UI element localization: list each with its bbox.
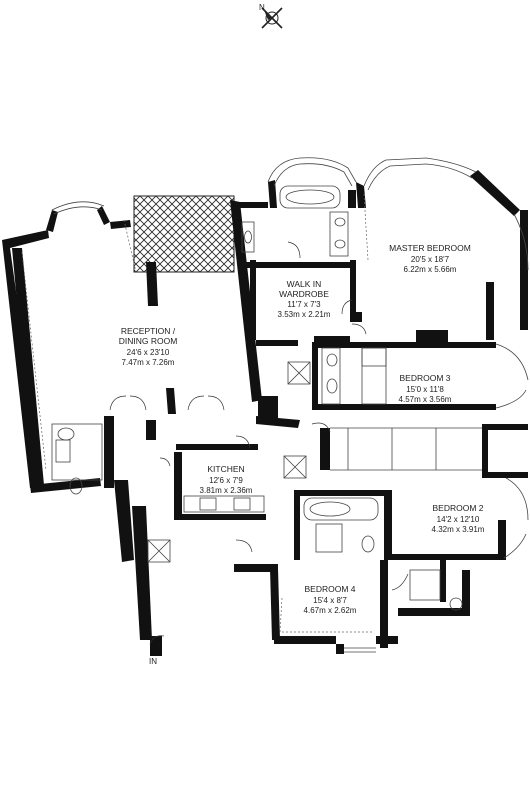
room-dimensions-imperial: 15'0 x 11'8 <box>406 385 444 394</box>
room-name: BEDROOM 3 <box>399 373 450 383</box>
room-name-line2: DINING ROOM <box>119 336 178 346</box>
room-dimensions-imperial: 14'2 x 12'10 <box>437 515 480 524</box>
room-dimensions-imperial: 12'6 x 7'9 <box>209 476 243 485</box>
room-label-bedroom-2: BEDROOM 2 14'2 x 12'10 4.32m x 3.91m <box>432 503 485 534</box>
walls <box>2 170 528 656</box>
ceiling-lines <box>21 193 374 633</box>
room-name-line2: WARDROBE <box>279 289 329 299</box>
room-dimensions-metric: 4.57m x 3.56m <box>399 395 452 404</box>
room-label-walk-in-wardrobe: WALK IN WARDROBE 11'7 x 7'3 3.53m x 2.21… <box>278 279 331 319</box>
fixtures <box>51 185 463 611</box>
windows <box>51 157 529 653</box>
room-name: RECEPTION / <box>121 326 176 336</box>
room-name: WALK IN <box>287 279 322 289</box>
room-dimensions-metric: 3.81m x 2.36m <box>200 486 253 495</box>
room-dimensions-imperial: 20'5 x 18'7 <box>411 255 450 264</box>
room-dimensions-metric: 7.47m x 7.26m <box>122 358 175 367</box>
room-dimensions-imperial: 15'4 x 8'7 <box>313 596 347 605</box>
room-dimensions-metric: 4.32m x 3.91m <box>432 525 485 534</box>
room-label-kitchen: KITCHEN 12'6 x 7'9 3.81m x 2.36m <box>200 464 253 495</box>
compass-icon: N <box>259 3 283 29</box>
room-dimensions-imperial: 11'7 x 7'3 <box>287 300 321 309</box>
room-dimensions-metric: 6.22m x 5.66m <box>404 265 457 274</box>
room-label-reception: RECEPTION / DINING ROOM 24'6 x 23'10 7.4… <box>119 326 178 367</box>
room-name: MASTER BEDROOM <box>389 243 471 253</box>
entrance-label: IN <box>149 657 157 666</box>
room-dimensions-metric: 4.67m x 2.62m <box>304 606 357 615</box>
doors <box>109 241 409 645</box>
room-name: BEDROOM 2 <box>432 503 483 513</box>
compass-label: N <box>259 3 265 12</box>
room-label-bedroom-3: BEDROOM 3 15'0 x 11'8 4.57m x 3.56m <box>399 373 452 404</box>
room-dimensions-metric: 3.53m x 2.21m <box>278 310 331 319</box>
terrace-lattice <box>133 195 235 273</box>
room-label-bedroom-4: BEDROOM 4 15'4 x 8'7 4.67m x 2.62m <box>304 584 357 615</box>
room-label-master-bedroom: MASTER BEDROOM 20'5 x 18'7 6.22m x 5.66m <box>389 243 471 274</box>
room-name: BEDROOM 4 <box>304 584 355 594</box>
wardrobe-rails <box>330 427 482 471</box>
room-dimensions-imperial: 24'6 x 23'10 <box>127 348 170 357</box>
room-name: KITCHEN <box>207 464 244 474</box>
